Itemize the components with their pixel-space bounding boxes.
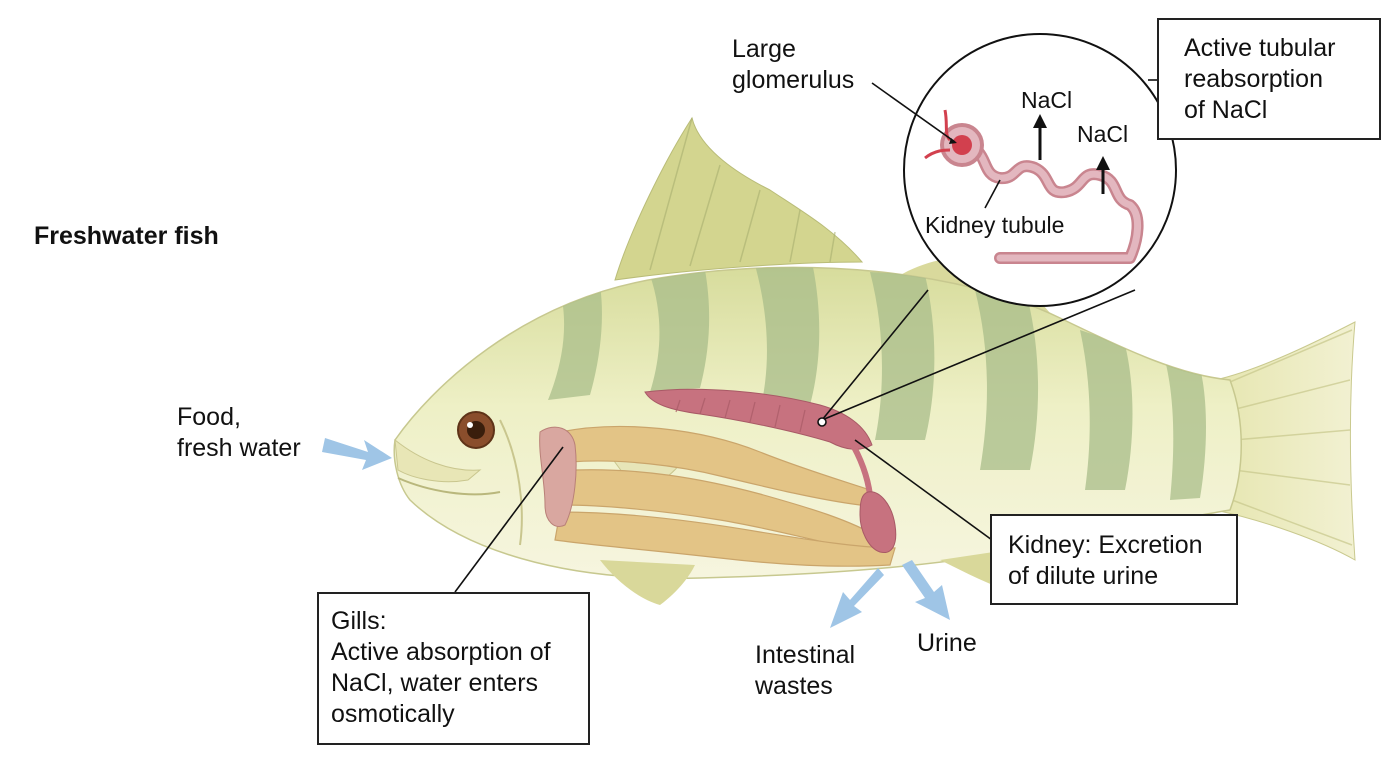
large-glomerulus-line-2: glomerulus — [732, 66, 855, 94]
food-water-arrow — [322, 438, 392, 470]
gills-box-line-3: NaCl, water enters — [331, 669, 539, 697]
gills — [539, 426, 577, 527]
water-arrows — [322, 438, 950, 628]
food-label-line-2: fresh water — [177, 434, 301, 462]
body-stripes — [548, 267, 1206, 500]
urine-arrow — [902, 560, 950, 620]
pelvic-fin — [600, 560, 695, 605]
dorsal-fin — [614, 116, 864, 281]
intestinal-wastes-line-2: wastes — [755, 672, 833, 700]
large-glomerulus-label: Large glomerulus — [732, 34, 854, 96]
nacl-label-2: NaCl — [1077, 121, 1129, 147]
urine-label: Urine — [917, 629, 977, 657]
tubular-box-line-1: Active tubular — [1184, 34, 1336, 62]
tubular-box-line-2: reabsorption — [1184, 65, 1323, 93]
food-label-line-1: Food, — [177, 403, 241, 431]
diagram-title: Freshwater fish — [34, 222, 219, 250]
nacl-arrows — [1033, 114, 1110, 194]
kidney-excretion-box: Kidney: Excretion of dilute urine — [990, 514, 1238, 605]
gills-box-line-1: Gills: — [331, 607, 387, 635]
tubular-reabsorption-box: Active tubular reabsorption of NaCl — [1157, 18, 1381, 140]
leader-lines — [454, 79, 1158, 593]
nacl-label-1: NaCl — [1021, 87, 1073, 113]
tail-fin — [1214, 321, 1356, 561]
large-glomerulus-line-1: Large — [732, 35, 796, 63]
intestinal-wastes-label: Intestinal wastes — [755, 640, 855, 702]
gills-box: Gills: Active absorption of NaCl, water … — [317, 592, 590, 745]
gills-box-line-4: osmotically — [331, 700, 455, 728]
kidney-box-line-2: of dilute urine — [1008, 562, 1159, 590]
intestinal-wastes-line-1: Intestinal — [755, 641, 856, 669]
food-label: Food, fresh water — [177, 402, 301, 464]
kidney-tubule-drawing — [959, 139, 1144, 264]
bladder — [859, 491, 897, 554]
glomerulus-drawing — [924, 109, 984, 167]
gills-box-line-2: Active absorption of — [331, 638, 551, 666]
kidney-tubule-label: Kidney tubule — [925, 212, 1065, 238]
intestine — [554, 425, 896, 567]
intestinal-wastes-arrow — [830, 568, 884, 628]
kidney-box-line-1: Kidney: Excretion — [1008, 531, 1203, 559]
tubular-box-line-3: of NaCl — [1184, 96, 1268, 124]
